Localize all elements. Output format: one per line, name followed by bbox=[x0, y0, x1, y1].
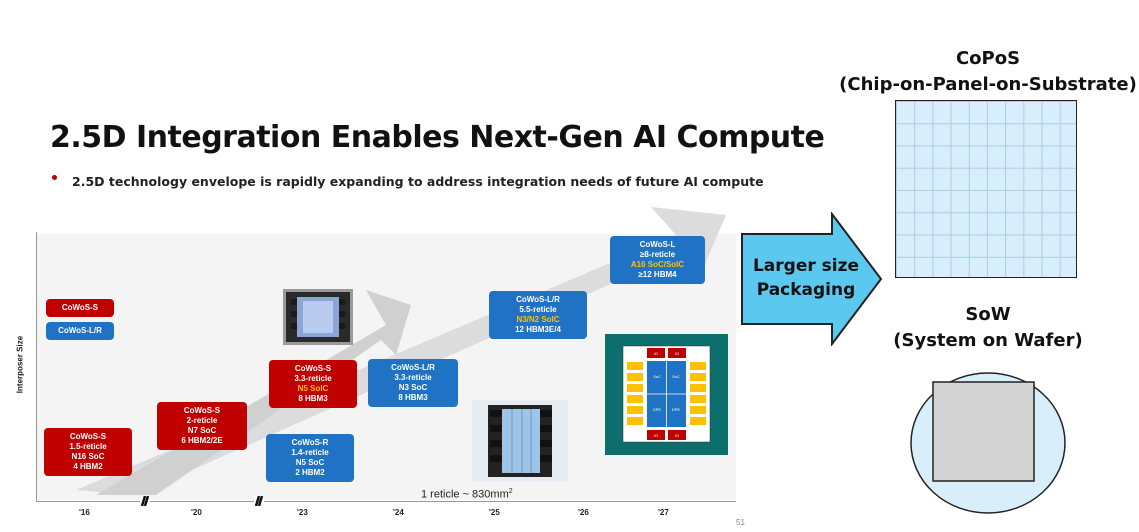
box-line: N7 SoC bbox=[187, 426, 217, 435]
box-line: CoWoS-S bbox=[294, 364, 332, 373]
box-line: 1.5-reticle bbox=[69, 442, 107, 451]
box-line-highlight: N3/N2 SoIC bbox=[516, 315, 560, 324]
box-line-highlight: N5 SoIC bbox=[297, 384, 329, 393]
copos-title: CoPoS bbox=[955, 48, 1021, 69]
legend-cowos-lr: CoWoS-L/R bbox=[46, 322, 114, 340]
box-line: 6 HBM2/2E bbox=[181, 436, 223, 445]
year-label: '27 bbox=[658, 508, 669, 517]
year-label: '16 bbox=[79, 508, 90, 517]
copos-subtitle: (Chip-on-Panel-on-Substrate) bbox=[839, 74, 1137, 95]
box-line: 3.3-reticle bbox=[394, 373, 432, 382]
chip-io-label: IO bbox=[654, 433, 658, 438]
box-line: N3 SoC bbox=[398, 383, 428, 392]
box-line: CoWoS-L bbox=[639, 240, 676, 249]
box-line: CoWoS-L/R bbox=[516, 295, 560, 304]
roadmap-box-cowos-s-16: CoWoS-S 1.5-reticle N16 SoC 4 HBM2 bbox=[44, 428, 132, 476]
roadmap-box-cowos-r-23: CoWoS-R 1.4-reticle N5 SoC 2 HBM2 bbox=[266, 434, 354, 482]
reticle-note-superscript: 2 bbox=[508, 488, 513, 495]
y-axis-label: Interposer Size bbox=[15, 335, 25, 394]
larger-packaging-arrow-icon bbox=[741, 212, 883, 346]
box-line: N16 SoC bbox=[71, 452, 105, 461]
copos-panel-grid bbox=[895, 100, 1077, 278]
box-line: CoWoS-S bbox=[183, 406, 221, 415]
legend-label: CoWoS-L/R bbox=[58, 326, 102, 335]
box-line: 2 HBM2 bbox=[295, 468, 325, 477]
box-line: CoWoS-S bbox=[69, 432, 107, 441]
chip-io-label: IO bbox=[675, 351, 679, 356]
x-axis bbox=[36, 501, 736, 502]
box-line: N5 SoC bbox=[295, 458, 325, 467]
roadmap-box-cowos-s-23: CoWoS-S 3.3-reticle N5 SoIC 8 HBM3 bbox=[269, 360, 357, 408]
cowos-l-package-photo bbox=[472, 400, 568, 482]
chip-soc-label: SoC bbox=[672, 374, 680, 379]
bullet-text: 2.5D technology envelope is rapidly expa… bbox=[72, 174, 764, 189]
roadmap-box-cowos-lr-25: CoWoS-L/R 5.5-reticle N3/N2 SoIC 12 HBM3… bbox=[489, 291, 587, 339]
axis-break-icon bbox=[140, 496, 150, 506]
year-label: '26 bbox=[578, 508, 589, 517]
sow-subtitle: (System on Wafer) bbox=[893, 330, 1083, 351]
arrow-label-line: Larger size bbox=[752, 256, 860, 276]
y-axis bbox=[36, 232, 37, 502]
sow-title: SoW bbox=[965, 304, 1011, 325]
axis-break-icon bbox=[254, 496, 264, 506]
arrow-label-line: Packaging bbox=[756, 280, 856, 300]
reticle-note: 1 reticle ~ 830mm2 bbox=[421, 488, 513, 501]
bullet-dot bbox=[52, 175, 57, 180]
chip-io-label: IO bbox=[675, 433, 679, 438]
year-label: '20 bbox=[191, 508, 202, 517]
growth-arrow-small bbox=[96, 290, 411, 495]
box-line: ≥8-reticle bbox=[639, 250, 676, 259]
box-line: 12 HBM3E/4 bbox=[515, 325, 561, 334]
roadmap-box-cowos-s-20: CoWoS-S 2-reticle N7 SoC 6 HBM2/2E bbox=[157, 402, 247, 450]
box-line: ≥12 HBM4 bbox=[638, 270, 677, 279]
chip-io-label: IO bbox=[654, 351, 658, 356]
year-label: '23 bbox=[297, 508, 308, 517]
year-label: '25 bbox=[489, 508, 500, 517]
box-line: CoWoS-R bbox=[291, 438, 329, 447]
slide-title: 2.5D Integration Enables Next-Gen AI Com… bbox=[50, 120, 825, 155]
sow-wafer-diagram bbox=[910, 372, 1066, 514]
chip-soc-label: SoC bbox=[653, 374, 661, 379]
page-number: 51 bbox=[736, 518, 745, 527]
box-line: 4 HBM2 bbox=[73, 462, 103, 471]
roadmap-box-cowos-lr-24: CoWoS-L/R 3.3-reticle N3 SoC 8 HBM3 bbox=[368, 359, 458, 407]
roadmap-box-cowos-l-27: CoWoS-L ≥8-reticle A16 SoC/SoIC ≥12 HBM4 bbox=[610, 236, 705, 284]
cowos-l-chip-diagram: IO IO IO IO SoC SoC DPE DPE bbox=[605, 334, 728, 455]
box-line: 8 HBM3 bbox=[298, 394, 328, 403]
box-line: 1.4-reticle bbox=[291, 448, 329, 457]
cowos-s-package-photo bbox=[283, 289, 353, 345]
box-line: 3.3-reticle bbox=[294, 374, 332, 383]
legend-label: CoWoS-S bbox=[61, 303, 99, 312]
box-line: 5.5-reticle bbox=[519, 305, 557, 314]
larger-packaging-label: Larger size Packaging bbox=[748, 254, 864, 302]
box-line: CoWoS-L/R bbox=[391, 363, 435, 372]
box-line: 8 HBM3 bbox=[398, 393, 428, 402]
reticle-note-text: 1 reticle ~ 830mm bbox=[421, 488, 509, 501]
legend-cowos-s: CoWoS-S bbox=[46, 299, 114, 317]
chip-dpe-label: DPE bbox=[672, 407, 681, 412]
year-label: '24 bbox=[393, 508, 404, 517]
box-line: 2-reticle bbox=[186, 416, 218, 425]
chip-dpe-label: DPE bbox=[653, 407, 662, 412]
box-line-highlight: A16 SoC/SoIC bbox=[630, 260, 685, 269]
